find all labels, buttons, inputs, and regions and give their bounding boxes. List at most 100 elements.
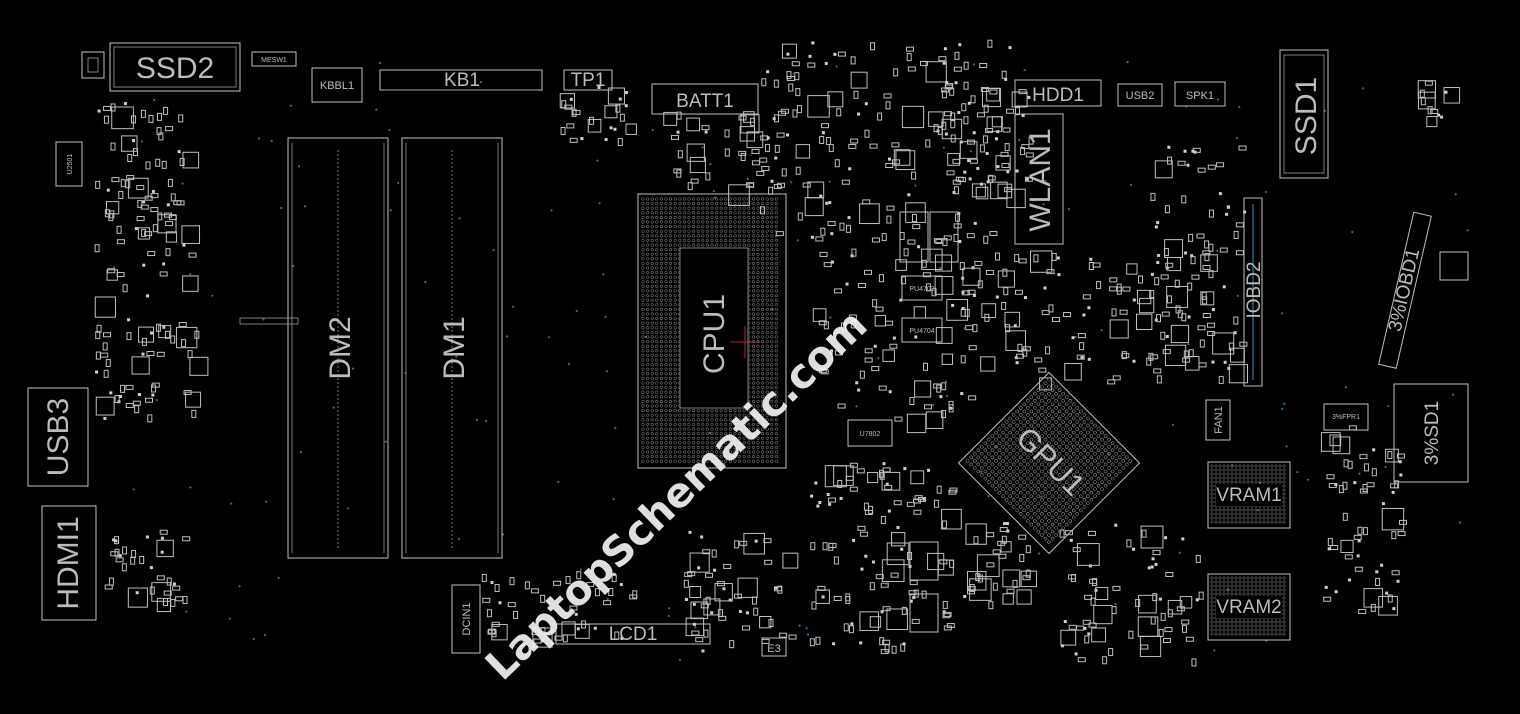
- small-ic: [185, 391, 202, 408]
- passive-component: [1135, 598, 1141, 607]
- solder-ball: [641, 409, 645, 413]
- solder-ball: [669, 418, 673, 422]
- pad: [885, 482, 889, 486]
- connector-hdd1[interactable]: HDD1: [1014, 79, 1102, 107]
- connector-iobd1[interactable]: 3%IOBD1: [1377, 211, 1433, 369]
- passive-component: [949, 87, 955, 96]
- ic-pu4702[interactable]: PU4702: [901, 275, 943, 301]
- small-ic: [1138, 297, 1155, 314]
- via: [378, 61, 382, 65]
- solder-ball: [1282, 516, 1286, 520]
- solder-ball: [701, 202, 705, 206]
- solder-ball: [641, 243, 645, 247]
- connector-lcd1[interactable]: LCD1: [555, 623, 711, 645]
- connector-spk1[interactable]: SPK1: [1174, 81, 1226, 107]
- solder-ball: [1226, 580, 1230, 584]
- solder-ball: [1029, 480, 1034, 484]
- connector-hdmi1[interactable]: HDMI1: [41, 505, 97, 621]
- solder-ball: [774, 367, 778, 371]
- solder-ball: [1057, 402, 1062, 407]
- solder-ball: [756, 284, 760, 288]
- solder-ball: [719, 441, 723, 445]
- solder-ball: [1043, 409, 1048, 414]
- pad: [967, 101, 971, 105]
- connector-kbbl1[interactable]: KBBL1: [311, 67, 363, 103]
- pad: [1396, 579, 1400, 583]
- memory-vram2[interactable]: VRAM2: [1207, 573, 1291, 641]
- ic-u7802[interactable]: U7802: [847, 419, 893, 447]
- connector-tp1[interactable]: TP1: [563, 69, 613, 91]
- connector-usb3[interactable]: USB3: [27, 387, 89, 487]
- connector-usb2[interactable]: USB2: [1117, 83, 1163, 107]
- solder-ball: [655, 335, 659, 339]
- solder-ball: [774, 432, 778, 436]
- memory-vram1[interactable]: VRAM1: [1207, 461, 1291, 529]
- passive-component: [906, 53, 912, 62]
- solder-ball: [1242, 632, 1246, 636]
- connector-ssd2[interactable]: SSD2: [109, 42, 241, 92]
- small-ic: [824, 465, 847, 488]
- solder-ball: [664, 284, 668, 288]
- pad: [825, 201, 829, 205]
- connector-batt1[interactable]: BATT1: [651, 83, 759, 115]
- solder-ball: [1029, 487, 1034, 491]
- solder-ball: [728, 441, 732, 445]
- solder-ball: [1011, 483, 1016, 488]
- solder-ball: [710, 436, 714, 440]
- dimm-slot-dm1[interactable]: DM1: [401, 137, 503, 559]
- solder-ball: [673, 376, 677, 380]
- solder-ball: [990, 434, 995, 438]
- connector-ssd1[interactable]: SSD1: [1279, 49, 1329, 179]
- solder-ball: [770, 229, 774, 233]
- passive-component: [705, 172, 711, 181]
- solder-ball: [1250, 576, 1254, 580]
- solder-ball: [1210, 596, 1214, 600]
- pad: [182, 243, 186, 247]
- solder-ball: [659, 445, 663, 449]
- solder-ball: [1029, 395, 1034, 399]
- small-ic: [1164, 239, 1184, 259]
- small-ic: [1136, 313, 1153, 331]
- passive-component: [837, 403, 846, 409]
- solder-ball: [715, 441, 719, 445]
- passive-component: [839, 222, 845, 231]
- graphics-gpu1[interactable]: [957, 371, 1141, 555]
- solder-ball: [1270, 632, 1274, 636]
- solder-ball: [664, 340, 668, 344]
- connector-dcin1[interactable]: DCIN1: [451, 584, 481, 654]
- connector-kb1[interactable]: KB1: [379, 69, 543, 91]
- connector-fan1[interactable]: FAN1: [1205, 399, 1231, 441]
- pad: [701, 649, 705, 653]
- solder-ball: [1210, 476, 1214, 480]
- solder-ball: [669, 271, 673, 275]
- solder-ball: [1082, 434, 1087, 438]
- solder-ball: [983, 455, 988, 460]
- component-e3[interactable]: E3: [761, 637, 787, 657]
- solder-ball: [655, 215, 659, 219]
- solder-ball: [655, 248, 659, 252]
- ic-u2501[interactable]: U2501: [55, 141, 83, 187]
- connector-iobd2[interactable]: IOBD2: [1243, 197, 1265, 387]
- solder-ball: [983, 476, 988, 481]
- slot-wlan1[interactable]: WLAN1: [1014, 113, 1064, 245]
- solder-ball: [1282, 620, 1286, 624]
- via: [1264, 190, 1267, 194]
- slot-sd1[interactable]: 3%SD1: [1393, 383, 1469, 483]
- dimm-slot-dm2[interactable]: DM2: [287, 137, 389, 559]
- ic-pu4704[interactable]: PU4704: [901, 317, 943, 343]
- passive-component: [773, 183, 782, 189]
- solder-ball: [761, 229, 765, 233]
- switch-mesw1[interactable]: MESW1: [251, 51, 297, 67]
- connector-fpr1[interactable]: 3%FPR1: [1323, 403, 1369, 431]
- solder-ball: [1266, 576, 1270, 580]
- small-ic: [740, 114, 760, 134]
- solder-ball: [765, 312, 769, 316]
- pad: [829, 349, 833, 353]
- solder-ball: [774, 395, 778, 399]
- processor-cpu1[interactable]: CPU1: [637, 193, 787, 469]
- solder-ball: [1040, 519, 1044, 523]
- solder-ball: [1075, 406, 1080, 410]
- solder-ball: [1114, 452, 1118, 456]
- solder-ball: [751, 298, 755, 302]
- passive-component: [774, 144, 780, 153]
